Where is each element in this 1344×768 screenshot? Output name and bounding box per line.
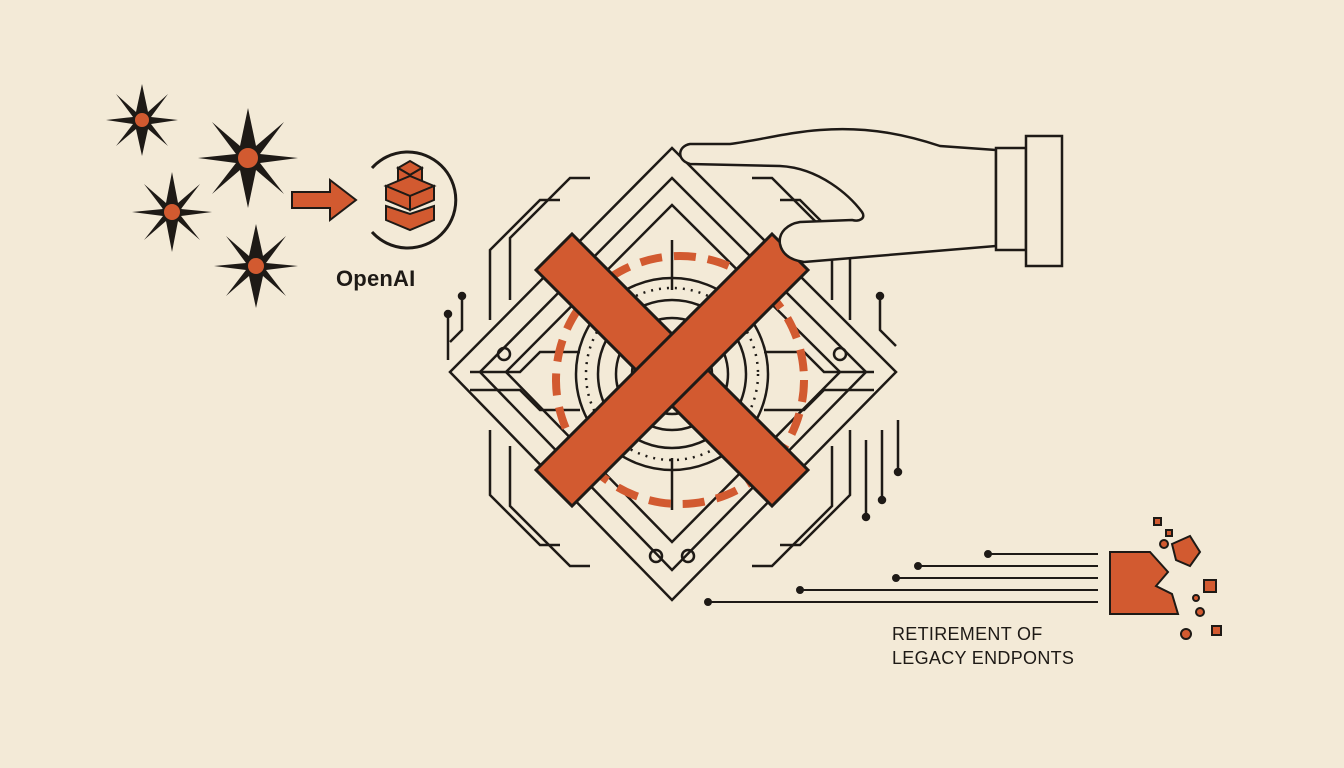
hand-icon <box>679 127 1064 268</box>
caption-text: RETIREMENT OF LEGACY ENDPONTS <box>892 622 1074 670</box>
dashed-ring <box>552 252 808 508</box>
arrow-right-icon <box>291 177 358 223</box>
crumbling-block-icon <box>1109 517 1222 640</box>
stacked-cubes-icon <box>370 150 458 250</box>
caption-line-1: RETIREMENT OF <box>892 624 1043 644</box>
sparkle-star-icon <box>214 224 298 308</box>
x-cross-icon <box>533 231 811 509</box>
sparkle-star-icon <box>198 108 298 208</box>
sparkle-star-icon <box>106 84 178 156</box>
speed-lines <box>704 550 1098 606</box>
caption-line-2: LEGACY ENDPONTS <box>892 648 1075 668</box>
sparkle-star-icon <box>132 172 212 252</box>
brand-name: OpenAI <box>336 266 416 291</box>
circuit-chip-icon <box>443 146 903 602</box>
